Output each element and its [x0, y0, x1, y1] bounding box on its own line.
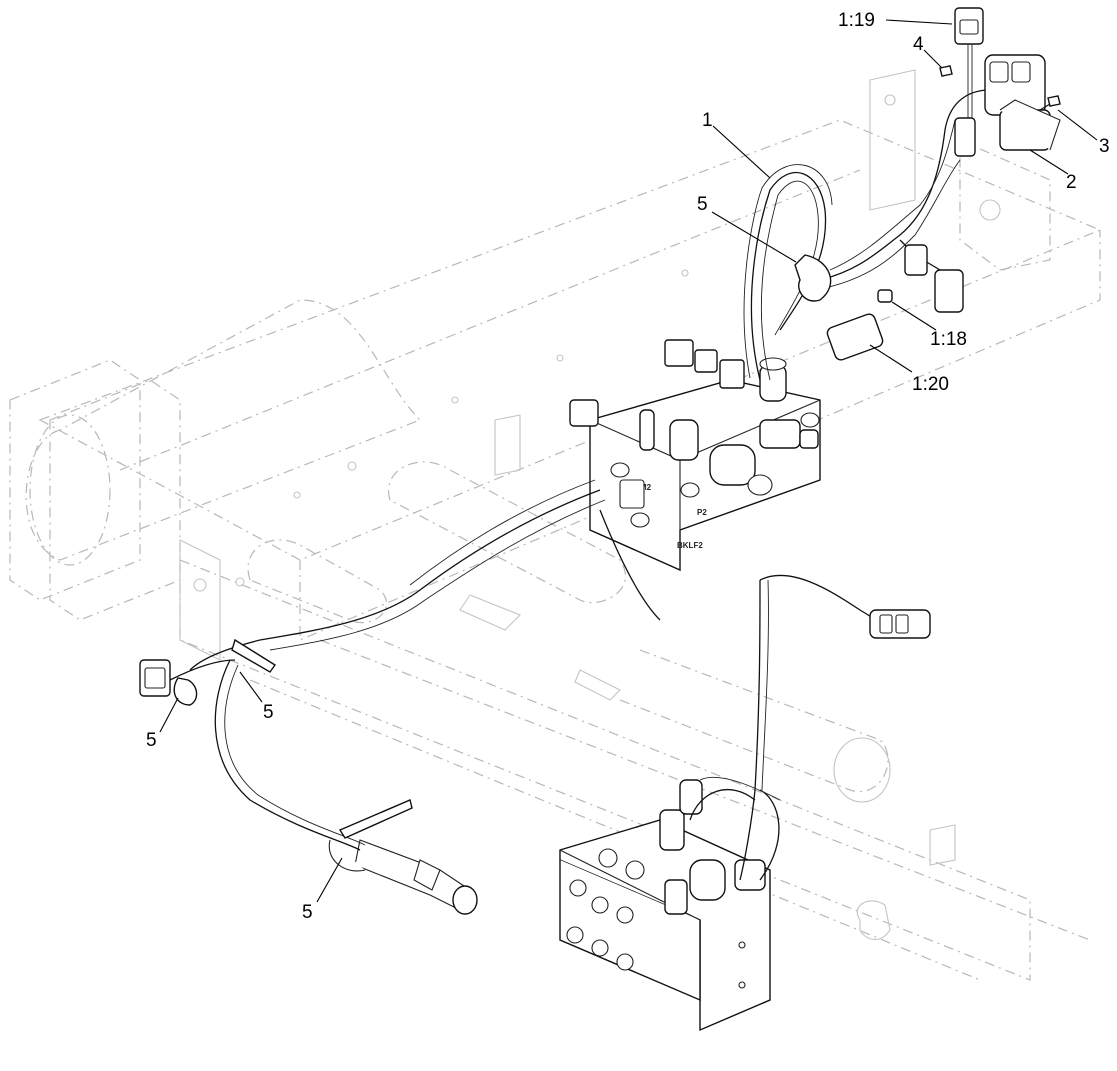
screw-3 [1047, 95, 1061, 107]
stamp-m2: M2 [640, 483, 652, 492]
callout-labels: 1 2 3 4 5 5 5 5 1:18 1:19 1:20 [146, 10, 1110, 923]
callout-3: 3 [1099, 136, 1110, 157]
callout-5-bottom: 5 [302, 902, 313, 923]
cable-ties [173, 254, 832, 872]
callout-2: 2 [1066, 172, 1077, 193]
diode-1-18 [877, 289, 893, 303]
stamp-bklf2: BKLF2 [677, 541, 703, 550]
callout-5-left: 5 [146, 730, 157, 751]
cable-tie [794, 254, 832, 302]
stamp-p2: P2 [697, 508, 707, 517]
fuse-holder [954, 117, 976, 157]
callout-1-19: 1:19 [838, 10, 875, 31]
cable-tie [338, 799, 413, 839]
callout-1-18: 1:18 [930, 329, 967, 350]
relay-1-20 [826, 313, 884, 361]
callout-5-top: 5 [697, 194, 708, 215]
nut-4 [939, 65, 953, 77]
relay-group [826, 7, 1061, 361]
solenoid-coil [709, 444, 756, 486]
callout-4: 4 [913, 34, 924, 55]
connector [569, 399, 599, 427]
connector [934, 269, 964, 313]
cable-tie [231, 638, 277, 673]
solenoid-coil [659, 809, 685, 851]
leader-lines [159, 19, 1098, 903]
lower-valve-manifold [559, 779, 771, 1032]
connector [664, 339, 694, 367]
callout-1-20: 1:20 [912, 374, 949, 395]
wire-harness [139, 89, 991, 881]
callout-1: 1 [702, 110, 713, 131]
cable-tie [173, 677, 198, 706]
frame-phantom [9, 69, 1102, 981]
hose-fitting [354, 839, 478, 915]
upper-valve-manifold: P2 M2 BKLF2 [569, 339, 821, 572]
callout-5-mid: 5 [263, 702, 274, 723]
